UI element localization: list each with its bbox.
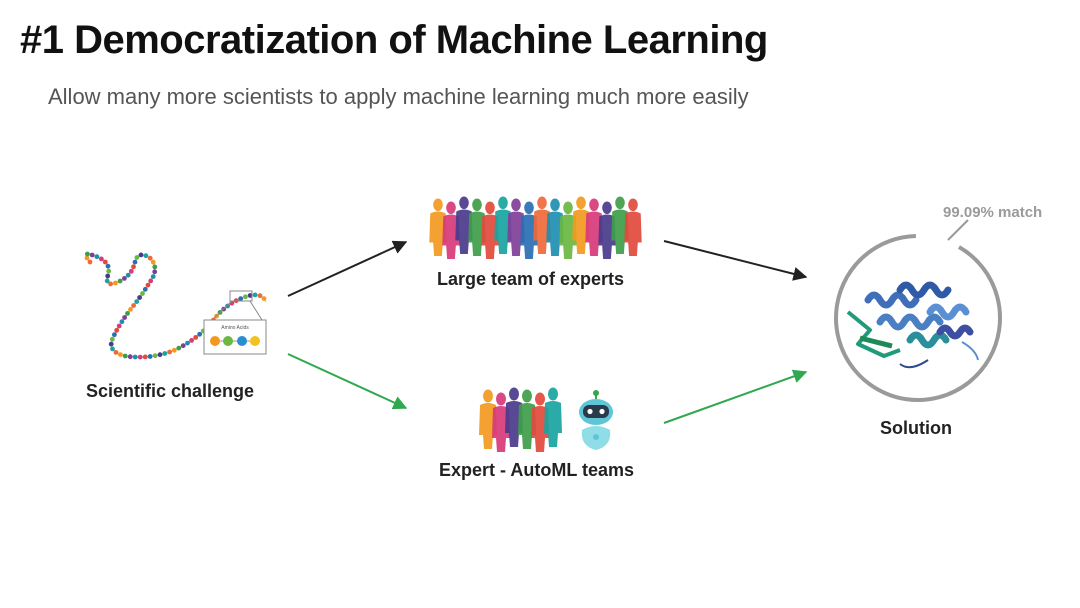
chain-bead	[167, 349, 173, 355]
chain-bead	[176, 345, 182, 351]
chain-bead	[131, 264, 136, 270]
arrow-experts-to-solution	[663, 240, 808, 281]
chain-bead	[142, 354, 148, 360]
expert-crowd-icon	[429, 196, 642, 259]
chain-bead	[132, 259, 138, 265]
chain-bead	[152, 353, 158, 359]
solution-label: Solution	[880, 418, 952, 438]
chain-bead	[125, 272, 131, 278]
chain-bead	[138, 252, 144, 258]
chain-bead	[116, 323, 122, 329]
chain-bead	[197, 331, 203, 337]
chain-bead	[147, 354, 153, 359]
chain-bead	[134, 255, 140, 260]
chain-bead	[108, 281, 113, 287]
chain-bead	[150, 274, 156, 279]
chain-bead	[162, 351, 168, 356]
chain-bead	[113, 280, 118, 286]
solution-ring	[834, 219, 1002, 402]
chain-bead	[171, 347, 177, 353]
chain-bead	[145, 282, 151, 288]
automl-team-label: Expert - AutoML teams	[439, 460, 635, 480]
arrow-challenge-to-experts	[287, 240, 408, 297]
chain-bead	[150, 259, 156, 265]
chain-bead	[238, 296, 244, 301]
protein-structure-icon	[846, 281, 979, 369]
chain-bead	[110, 346, 115, 352]
person-silhouette	[624, 198, 642, 256]
chain-bead	[140, 291, 145, 296]
slide-title: #1 Democratization of Machine Learning	[20, 18, 768, 62]
chain-bead	[142, 286, 148, 292]
arrow-automl-to-solution	[663, 369, 808, 424]
chain-bead	[128, 268, 134, 274]
chain-bead	[131, 303, 137, 308]
chain-bead	[225, 303, 231, 309]
chain-bead	[147, 255, 153, 261]
chain-bead	[261, 296, 267, 301]
chain-bead	[193, 335, 199, 340]
amino-acid-chain-icon: Amino Acids	[84, 251, 267, 360]
chain-bead	[117, 278, 123, 284]
chain-bead	[157, 352, 163, 358]
chain-bead	[87, 259, 93, 265]
chain-bead	[152, 264, 158, 270]
chain-bead	[109, 336, 115, 342]
chain-bead	[247, 293, 253, 298]
chain-bead	[99, 256, 104, 262]
chain-bead	[252, 292, 258, 298]
chain-bead	[132, 354, 138, 360]
chain-bead	[89, 252, 95, 258]
automl-team-icon	[479, 387, 562, 452]
chain-bead	[257, 293, 263, 299]
chain-bead	[185, 340, 190, 346]
large-team-label: Large team of experts	[437, 269, 625, 289]
chain-bead	[105, 263, 111, 269]
chain-bead	[85, 251, 90, 257]
match-percentage-label: 99.09% match	[943, 204, 1043, 221]
chain-bead	[128, 307, 133, 312]
robot-icon	[579, 390, 613, 450]
chain-bead	[112, 332, 117, 338]
chain-bead	[243, 294, 248, 300]
chain-bead	[122, 353, 128, 359]
chain-bead	[94, 254, 100, 260]
person-silhouette	[544, 387, 562, 447]
chain-bead	[152, 269, 158, 275]
chain-bead	[143, 253, 149, 259]
chain-bead	[122, 315, 127, 320]
chain-bead	[108, 341, 114, 347]
chain-bead	[189, 338, 195, 343]
chain-bead	[134, 299, 140, 304]
chain-bead	[105, 273, 111, 279]
chain-bead	[148, 278, 154, 284]
chain-bead	[125, 311, 130, 316]
chain-bead	[119, 319, 125, 325]
chain-bead	[127, 354, 133, 360]
chain-bead	[180, 343, 186, 349]
scientific-challenge-label: Scientific challenge	[86, 381, 255, 401]
chain-bead	[102, 259, 108, 265]
chain-bead	[122, 276, 127, 281]
amino-acids-label: Amino Acids	[221, 325, 249, 331]
chain-bead	[106, 268, 112, 274]
chain-bead	[104, 278, 110, 284]
chain-bead	[137, 354, 143, 360]
chain-bead	[118, 352, 123, 357]
chain-bead	[137, 295, 143, 300]
chain-bead	[114, 327, 120, 333]
chain-bead	[113, 350, 119, 355]
chain-bead	[84, 255, 90, 261]
arrow-challenge-to-automl	[287, 353, 408, 410]
slide-subtitle: Allow many more scientists to apply mach…	[48, 84, 749, 109]
